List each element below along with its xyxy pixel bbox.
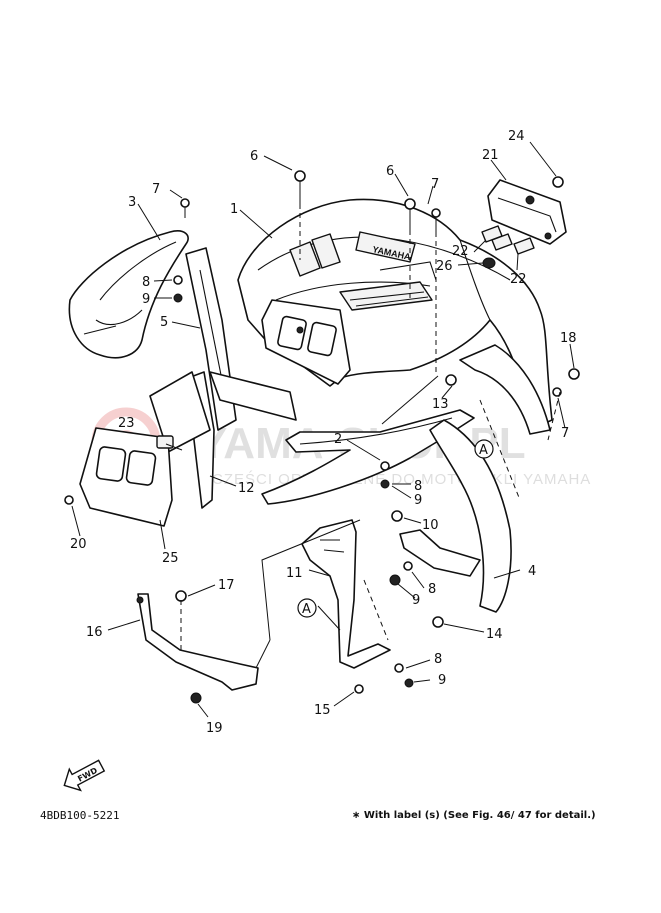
callout-13: 13 bbox=[432, 397, 449, 412]
part-3-side-guard bbox=[68, 230, 189, 359]
part-16-lower-bar bbox=[136, 593, 259, 691]
callout-7b: 7 bbox=[431, 177, 439, 192]
callout-7a: 7 bbox=[152, 182, 160, 197]
callout-15: 15 bbox=[314, 703, 331, 718]
callout-14: 14 bbox=[486, 627, 503, 642]
callout-24: 24 bbox=[508, 129, 525, 144]
part-code: 4BDB100-5221 bbox=[40, 809, 120, 822]
callout-22b: 22 bbox=[510, 272, 527, 287]
callout-8b: 8 bbox=[414, 479, 422, 494]
svg-text:A: A bbox=[302, 602, 311, 617]
fasteners bbox=[64, 170, 580, 704]
callout-6b: 6 bbox=[386, 164, 394, 179]
reference-marker-a-upper: A bbox=[474, 439, 494, 459]
callout-18: 18 bbox=[560, 331, 577, 346]
callout-19: 19 bbox=[206, 721, 223, 736]
callout-7c: 7 bbox=[561, 426, 569, 441]
callout-16: 16 bbox=[86, 625, 103, 640]
callout-22a: 22 bbox=[452, 244, 469, 259]
assembly-lines bbox=[255, 375, 439, 669]
callout-20: 20 bbox=[70, 537, 87, 552]
footnote: ∗ With label (s) (See Fig. 46/ 47 for de… bbox=[352, 810, 596, 821]
callout-3: 3 bbox=[128, 195, 136, 210]
callout-9d: 9 bbox=[438, 673, 446, 688]
part-11-center-guard bbox=[301, 519, 391, 669]
dashed-guides bbox=[180, 204, 561, 650]
leader-lines bbox=[71, 141, 575, 718]
callout-17: 17 bbox=[218, 578, 235, 593]
callout-12: 12 bbox=[238, 481, 255, 496]
callout-5: 5 bbox=[160, 315, 168, 330]
callout-1: 1 bbox=[230, 202, 238, 217]
part-12-lower-plate bbox=[149, 371, 215, 509]
callout-8a: 8 bbox=[142, 275, 150, 290]
callout-9c: 9 bbox=[412, 593, 420, 608]
callout-11: 11 bbox=[286, 566, 303, 581]
fwd-arrow-icon: FWD bbox=[63, 759, 106, 792]
part-21-bracket bbox=[487, 179, 567, 245]
callout-21: 21 bbox=[482, 148, 499, 163]
part-4-right-fender bbox=[399, 419, 512, 613]
callout-23: 23 bbox=[118, 416, 135, 431]
callout-8c: 8 bbox=[428, 582, 436, 597]
callout-labels: 1 2 3 4 5 6 6 7 7 7 8 8 8 8 9 9 9 9 10 1… bbox=[70, 129, 577, 736]
callout-25: 25 bbox=[162, 551, 179, 566]
callout-2: 2 bbox=[334, 432, 342, 447]
part-2-lower-cover bbox=[261, 409, 475, 505]
watermark-sub-text: CZĘŚCI ORYGINALNE DO MOTOCYKLI YAMAHA bbox=[212, 470, 591, 488]
reference-marker-a-lower: A bbox=[297, 598, 317, 618]
svg-text:A: A bbox=[479, 443, 488, 458]
callout-9a: 9 bbox=[142, 292, 150, 307]
callout-10: 10 bbox=[422, 518, 439, 533]
side-panel-plate bbox=[209, 371, 297, 421]
headlight-housing bbox=[261, 299, 351, 385]
callout-6a: 6 bbox=[250, 149, 258, 164]
part-22-clips bbox=[481, 225, 535, 255]
part-26-grommet bbox=[482, 257, 496, 269]
callout-26: 26 bbox=[436, 259, 453, 274]
callout-8d: 8 bbox=[434, 652, 442, 667]
callout-9b: 9 bbox=[414, 493, 422, 508]
callout-4: 4 bbox=[528, 564, 536, 579]
part-25-headlight-frame bbox=[79, 427, 173, 527]
